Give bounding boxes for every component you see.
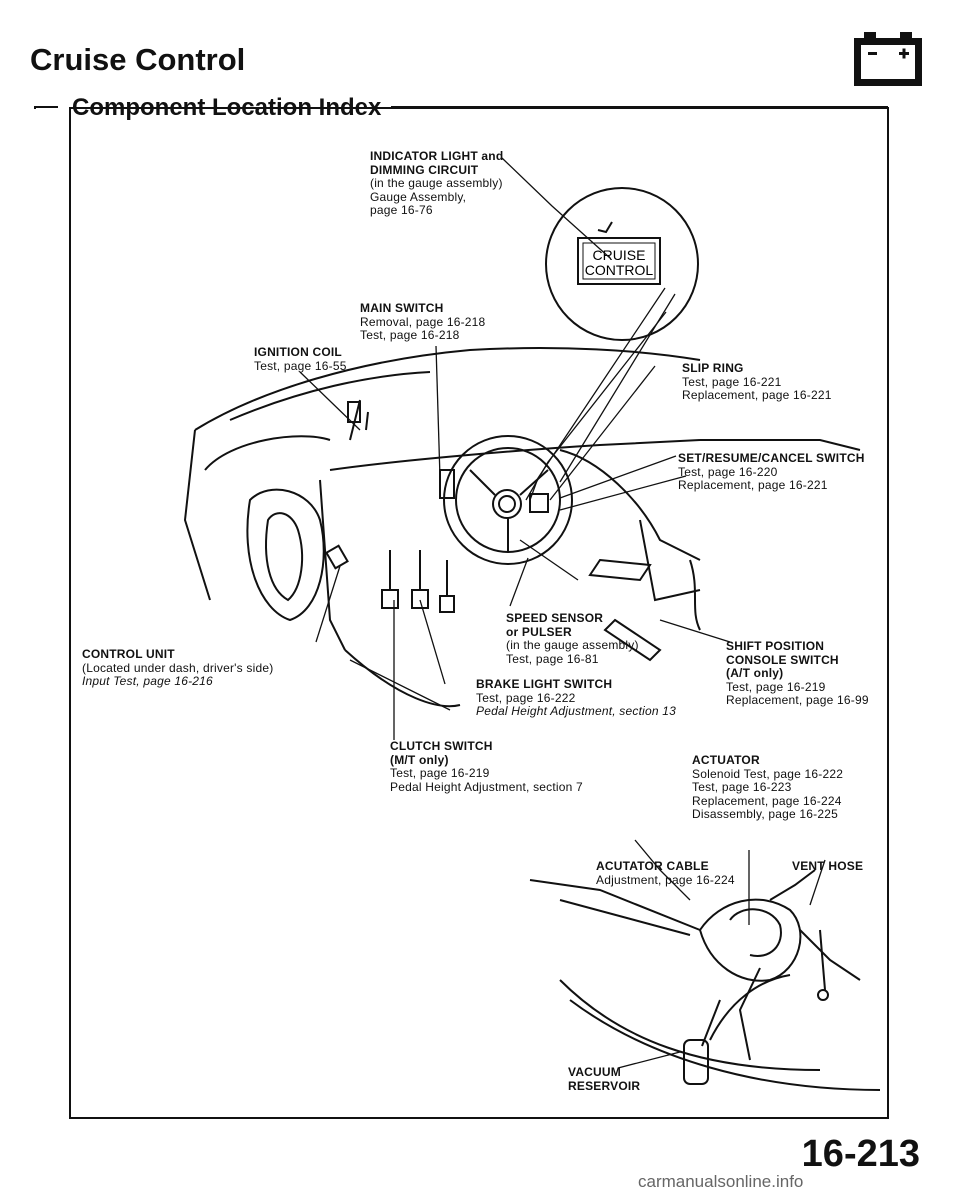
main-switch-label: MAIN SWITCH Removal, page 16-218 Test, p… (360, 301, 486, 343)
vacuum-reservoir-label: VACUUM RESERVOIR (568, 1065, 641, 1093)
speed-sensor-heading-2: or PULSER (506, 624, 572, 639)
actuator-line-2: Test, page 16-223 (692, 780, 792, 794)
brake-heading: BRAKE LIGHT SWITCH (476, 677, 613, 691)
vent-hose-heading: VENT HOSE (792, 859, 864, 873)
vacuum-heading-2: RESERVOIR (568, 1078, 641, 1093)
clutch-heading-1: CLUTCH SWITCH (390, 739, 493, 753)
set-resume-line-1: Test, page 16-220 (678, 464, 778, 479)
clutch-line-2: Pedal Height Adjustment, section 7 (390, 779, 583, 794)
page-number: 16-213 (801, 1133, 920, 1175)
vacuum-heading-1: VACUUM (568, 1065, 621, 1079)
actuator-line-1: Solenoid Test, page 16-222 (692, 766, 844, 781)
ignition-line-1: Test, page 16-55 (254, 358, 347, 373)
actuator-line-4: Disassembly, page 16-225 (692, 807, 838, 821)
control-unit-heading: CONTROL UNIT (82, 647, 175, 661)
speed-sensor-line-1: (in the gauge assembly) (506, 638, 639, 652)
shift-line-2: Replacement, page 16-99 (726, 693, 869, 707)
actuator-heading: ACTUATOR (692, 753, 760, 767)
shift-line-1: Test, page 16-219 (726, 679, 826, 694)
indicator-heading-2: DIMMING CIRCUIT (370, 162, 479, 177)
brake-line-2: Pedal Height Adjustment, section 13 (476, 704, 677, 718)
vent-hose-label: VENT HOSE (792, 859, 864, 874)
watermark: carmanualsonline.info (638, 1172, 804, 1191)
slip-ring-heading: SLIP RING (682, 361, 744, 375)
clutch-switch-label: CLUTCH SWITCH (M/T only) Test, page 16-2… (390, 739, 583, 794)
set-resume-heading: SET/RESUME/CANCEL SWITCH (678, 451, 865, 465)
actuator-cable-label: ACUTATOR CABLE Adjustment, page 16-224 (596, 859, 735, 887)
brake-light-label: BRAKE LIGHT SWITCH Test, page 16-222 Ped… (476, 677, 677, 719)
frame-top-left (34, 106, 58, 108)
indicator-light-label: INDICATOR LIGHT and DIMMING CIRCUIT (in … (370, 149, 504, 218)
control-unit-label: CONTROL UNIT (Located under dash, driver… (82, 647, 274, 689)
shift-position-label: SHIFT POSITION CONSOLE SWITCH (A/T only)… (726, 639, 869, 708)
main-switch-line-2: Test, page 16-218 (360, 328, 460, 342)
ignition-coil-label: IGNITION COIL Test, page 16-55 (254, 345, 347, 373)
ignition-heading: IGNITION COIL (254, 345, 342, 359)
actuator-leaders (617, 839, 826, 1069)
actuator-cable-heading: ACUTATOR CABLE (596, 859, 709, 873)
set-resume-line-2: Replacement, page 16-221 (678, 478, 828, 492)
cruise-badge-line1: CRUISE (593, 247, 646, 263)
cruise-badge-frame (577, 237, 661, 285)
speed-sensor-line-2: Test, page 16-81 (506, 651, 599, 666)
diagram-frame (69, 107, 889, 1119)
slip-ring-line-2: Replacement, page 16-221 (682, 388, 832, 402)
shift-heading-1: SHIFT POSITION (726, 639, 825, 653)
set-resume-label: SET/RESUME/CANCEL SWITCH Test, page 16-2… (678, 451, 865, 493)
indicator-line-2: Gauge Assembly, (370, 189, 467, 204)
brake-line-1: Test, page 16-222 (476, 690, 576, 705)
clutch-heading-2: (M/T only) (390, 752, 449, 767)
battery-icon (854, 32, 922, 86)
actuator-line-3: Replacement, page 16-224 (692, 793, 842, 808)
actuator-cable-line-1: Adjustment, page 16-224 (596, 872, 735, 887)
gauge-zoom-circle (545, 187, 699, 341)
slip-ring-label: SLIP RING Test, page 16-221 Replacement,… (682, 361, 832, 403)
control-unit-line-2: Input Test, page 16-216 (82, 674, 213, 688)
page-title: Cruise Control (30, 42, 246, 77)
main-switch-line-1: Removal, page 16-218 (360, 314, 486, 329)
indicator-heading-1: INDICATOR LIGHT and (370, 149, 504, 163)
dashboard-illustration (183, 347, 861, 708)
slip-ring-line-1: Test, page 16-221 (682, 374, 782, 389)
speed-sensor-heading-1: SPEED SENSOR (506, 611, 604, 625)
actuator-label: ACTUATOR Solenoid Test, page 16-222 Test… (692, 753, 844, 822)
main-switch-heading: MAIN SWITCH (360, 301, 444, 315)
clutch-line-1: Test, page 16-219 (390, 766, 490, 780)
leader-lines (299, 157, 731, 740)
frame-left (34, 106, 36, 109)
indicator-line-1: (in the gauge assembly) (370, 176, 503, 190)
shift-heading-3: (A/T only) (726, 666, 784, 680)
indicator-line-3: page 16-76 (370, 203, 433, 217)
cruise-badge-line2: CONTROL (585, 262, 654, 278)
control-unit-line-1: (Located under dash, driver's side) (82, 660, 274, 675)
speed-sensor-label: SPEED SENSOR or PULSER (in the gauge ass… (506, 611, 639, 666)
shift-heading-2: CONSOLE SWITCH (726, 652, 839, 667)
actuator-illustration (529, 869, 881, 1091)
